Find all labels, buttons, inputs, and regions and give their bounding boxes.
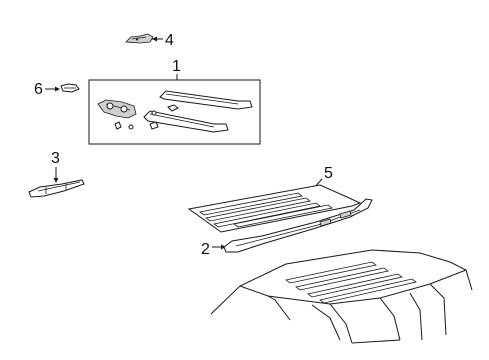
callout-2: 2 [201,241,226,258]
callout-4: 4 [152,32,174,49]
part-2-side-rail [223,198,373,253]
callout-5-label: 5 [324,165,333,182]
part-1-kit-box [88,79,261,145]
part-6-bracket [60,83,80,93]
callout-4-label: 4 [165,32,174,49]
part-4-clip [125,33,154,44]
part-3-rail-cap [28,179,85,198]
callout-2-label: 2 [201,241,210,258]
callout-3: 3 [51,150,60,183]
callout-1: 1 [172,58,181,80]
callout-6-label: 6 [34,81,43,98]
callout-1-label: 1 [172,58,181,75]
callout-3-label: 3 [51,150,60,167]
part-5-roof-mat [187,184,362,233]
vehicle-roof-outline [210,249,473,344]
callout-6: 6 [34,81,60,98]
